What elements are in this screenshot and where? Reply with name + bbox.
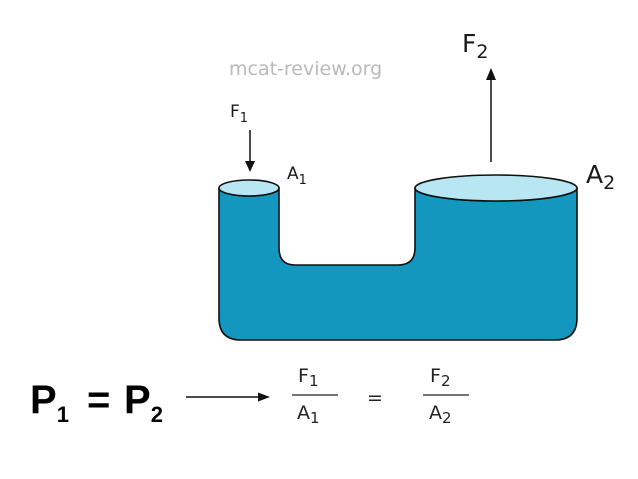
equals-sign-bold: = bbox=[87, 378, 110, 422]
p2-term: P2 bbox=[124, 378, 163, 427]
frac1-numerator: F1 bbox=[298, 365, 318, 390]
force-f1-arrow bbox=[245, 130, 255, 172]
u-tube-fluid-body bbox=[218, 187, 578, 341]
label-f2: F2 bbox=[462, 29, 488, 63]
fraction-f1-a1: F1 A1 bbox=[292, 365, 338, 427]
equals-sign: = bbox=[367, 387, 383, 409]
label-a2: A2 bbox=[586, 160, 615, 194]
label-a1: A1 bbox=[287, 164, 307, 188]
implies-arrow bbox=[186, 392, 270, 402]
small-surface-a1 bbox=[218, 179, 280, 197]
large-surface-a2 bbox=[414, 174, 578, 202]
fraction-f2-a2: F2 A2 bbox=[423, 365, 469, 427]
frac2-denominator: A2 bbox=[429, 402, 452, 427]
frac2-numerator: F2 bbox=[430, 365, 450, 390]
frac1-denominator: A1 bbox=[297, 402, 320, 427]
force-f2-arrow bbox=[486, 68, 496, 162]
watermark-text: mcat-review.org bbox=[229, 58, 382, 80]
pressure-equality: P1 = P2 bbox=[30, 378, 163, 427]
p1-term: P1 bbox=[30, 378, 69, 427]
label-f1: F1 bbox=[230, 102, 248, 126]
